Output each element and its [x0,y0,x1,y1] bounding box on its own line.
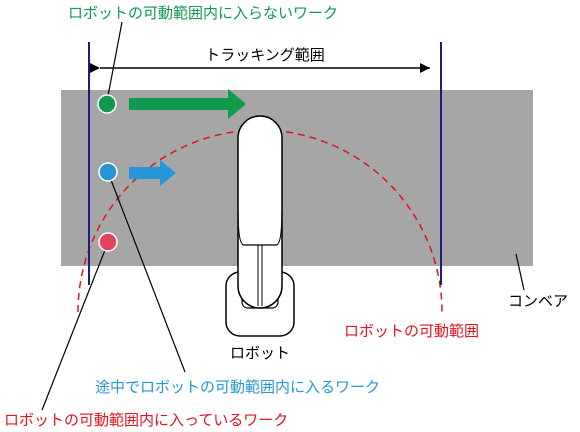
label-workpiece-entering: 途中でロボットの可動範囲内に入るワーク [95,378,380,396]
label-conveyor: コンベア [508,292,568,310]
label-workpiece-not-entering: ロボットの可動範囲内に入らないワーク [68,4,338,22]
robot-arm [225,115,295,337]
leader-line-blue [110,179,186,373]
green-workpiece [97,94,117,114]
leader-line-green [107,21,123,97]
label-robot: ロボット [230,344,290,362]
label-workpiece-inside: ロボットの可動範囲内に入っているワーク [4,411,288,429]
green-direction-arrow [129,89,246,119]
robot-range-arc [77,129,443,313]
label-tracking-range: トラッキング範囲 [205,46,325,64]
blue-direction-arrow [129,160,176,186]
red-workpiece [98,232,118,252]
leader-line-conveyor [515,253,525,291]
blue-workpiece [98,162,118,182]
label-robot-range: ロボットの可動範囲 [344,322,479,340]
leader-line-red [41,249,106,411]
